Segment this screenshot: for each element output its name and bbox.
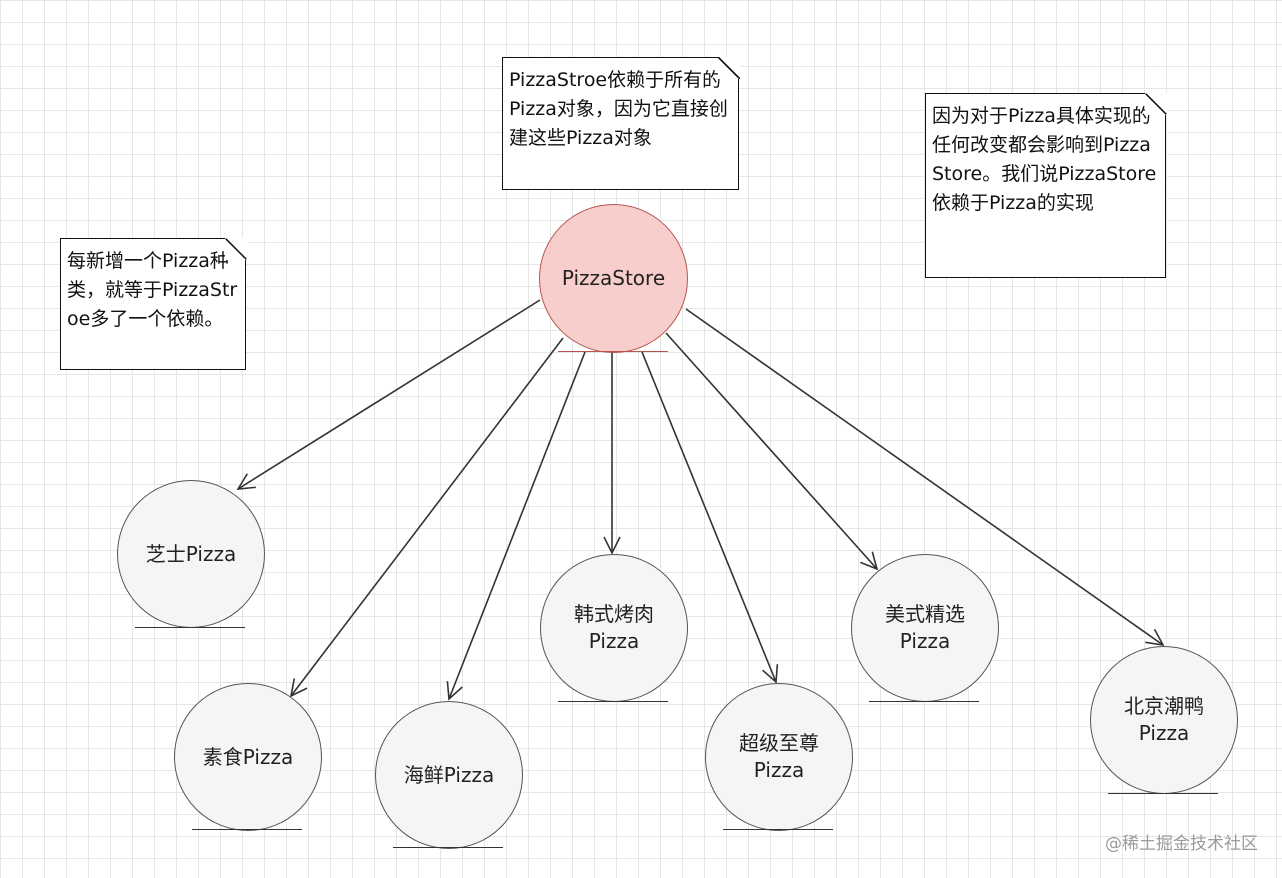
- pizza-store-underline: [558, 351, 668, 352]
- pizza-node-korean-bbq: 韩式烤肉Pizza: [540, 554, 688, 702]
- pizza-node-underline: [192, 829, 302, 830]
- pizza-node-label: 芝士Pizza: [145, 541, 237, 566]
- note-left-text: 每新增一个Pizza种类，就等于PizzaStroe多了一个依赖。: [67, 250, 238, 330]
- pizza-store-node: PizzaStore: [539, 204, 688, 353]
- pizza-node-supreme: 超级至尊Pizza: [705, 683, 853, 831]
- arrow-to-seafood-pizza: [446, 351, 586, 701]
- pizza-node-underline: [1108, 793, 1218, 794]
- note-top-text: PizzaStroe依赖于所有的Pizza对象，因为它直接创建这些Pizza对象: [509, 69, 728, 149]
- pizza-node-label: 海鲜Pizza: [403, 762, 495, 787]
- pizza-node-american: 美式精选Pizza: [851, 554, 999, 702]
- pizza-node-veggie: 素食Pizza: [174, 683, 322, 831]
- pizza-node-cheese: 芝士Pizza: [117, 480, 265, 628]
- pizza-node-seafood: 海鲜Pizza: [375, 701, 523, 849]
- note-fold-icon: [1144, 92, 1167, 115]
- pizza-node-underline: [558, 701, 668, 702]
- pizza-node-label: 美式精选Pizza: [885, 602, 965, 653]
- note-right-text: 因为对于Pizza具体实现的任何改变都会影响到PizzaStore。我们说Piz…: [932, 105, 1157, 214]
- pizza-node-underline: [135, 627, 245, 628]
- pizza-node-label: 超级至尊Pizza: [739, 731, 819, 782]
- pizza-node-underline: [393, 847, 503, 848]
- pizza-store-label: PizzaStore: [561, 266, 666, 290]
- pizza-node-label: 素食Pizza: [202, 744, 294, 769]
- pizza-node-underline: [869, 701, 979, 702]
- note-top: PizzaStroe依赖于所有的Pizza对象，因为它直接创建这些Pizza对象: [502, 56, 740, 190]
- arrow-to-peking-duck-pizza: [685, 308, 1165, 647]
- note-fold-icon: [224, 237, 247, 260]
- pizza-node-peking-duck: 北京潮鸭Pizza: [1090, 646, 1238, 794]
- pizza-node-underline: [723, 829, 833, 830]
- pizza-node-label: 北京潮鸭Pizza: [1124, 694, 1204, 745]
- arrow-to-american-pizza: [665, 332, 879, 571]
- arrow-to-supreme-pizza: [641, 351, 779, 684]
- watermark: @稀土掘金技术社区: [1105, 834, 1258, 854]
- note-left: 每新增一个Pizza种类，就等于PizzaStroe多了一个依赖。: [60, 237, 247, 370]
- note-fold-icon: [717, 56, 740, 79]
- arrow-to-cheese-pizza: [236, 299, 541, 490]
- note-right: 因为对于Pizza具体实现的任何改变都会影响到PizzaStore。我们说Piz…: [925, 92, 1167, 278]
- pizza-node-label: 韩式烤肉Pizza: [574, 602, 654, 653]
- arrow-to-veggie-pizza: [289, 337, 564, 698]
